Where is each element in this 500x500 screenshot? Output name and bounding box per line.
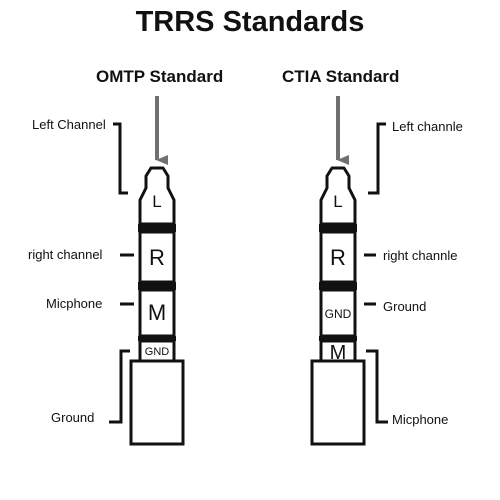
- omtp-ring2-letter: M: [148, 300, 166, 325]
- ctia-tip-letter: L: [333, 192, 342, 211]
- omtp-tip: [138, 166, 176, 226]
- omtp-ground-label: Ground: [51, 410, 95, 425]
- omtp-left-bracket: [113, 122, 128, 195]
- omtp-tip-letter: L: [152, 192, 161, 211]
- omtp-sleeve-band-letter: GND: [145, 346, 170, 358]
- omtp-standard-heading: OMTP Standard: [96, 67, 224, 86]
- omtp-right-channel-label: right channel: [28, 247, 103, 262]
- ctia-insulator-3: [319, 336, 357, 341]
- omtp-connector: L R M GND: [109, 96, 185, 446]
- ctia-body: [310, 359, 366, 446]
- ctia-right-channel-label: right channle: [383, 248, 458, 263]
- ctia-ring-2: [319, 288, 357, 338]
- ctia-ground-label: Ground: [383, 299, 427, 314]
- omtp-insulator-1: [138, 224, 176, 232]
- omtp-body: [129, 359, 185, 446]
- omtp-mic-label: Micphone: [46, 296, 103, 311]
- omtp-ring-1: [138, 230, 176, 284]
- ctia-connector: L R GND M: [310, 96, 388, 446]
- omtp-left-channel-label: Left Channel: [32, 117, 106, 132]
- ctia-left-bracket: [368, 122, 386, 195]
- ctia-sleeve-band-letter: M: [330, 342, 347, 364]
- ctia-ring2-letter: GND: [325, 307, 352, 321]
- omtp-ring1-letter: R: [149, 245, 165, 270]
- ctia-mic-label: Micphone: [392, 412, 449, 427]
- page-title: TRRS Standards: [135, 6, 365, 38]
- omtp-insulator-2: [138, 282, 176, 290]
- omtp-insulator-3: [138, 336, 176, 341]
- ctia-ring1-letter: R: [330, 245, 346, 270]
- ctia-insulator-1: [319, 224, 357, 232]
- ctia-left-channel-label: Left channle: [392, 119, 463, 134]
- ctia-mic-bracket: [366, 349, 388, 424]
- ctia-insulator-2: [319, 282, 357, 290]
- ctia-tip: [319, 166, 357, 226]
- omtp-ring-2: [138, 288, 176, 338]
- omtp-ground-bracket: [109, 349, 130, 424]
- ctia-standard-heading: CTIA Standard: [282, 67, 400, 86]
